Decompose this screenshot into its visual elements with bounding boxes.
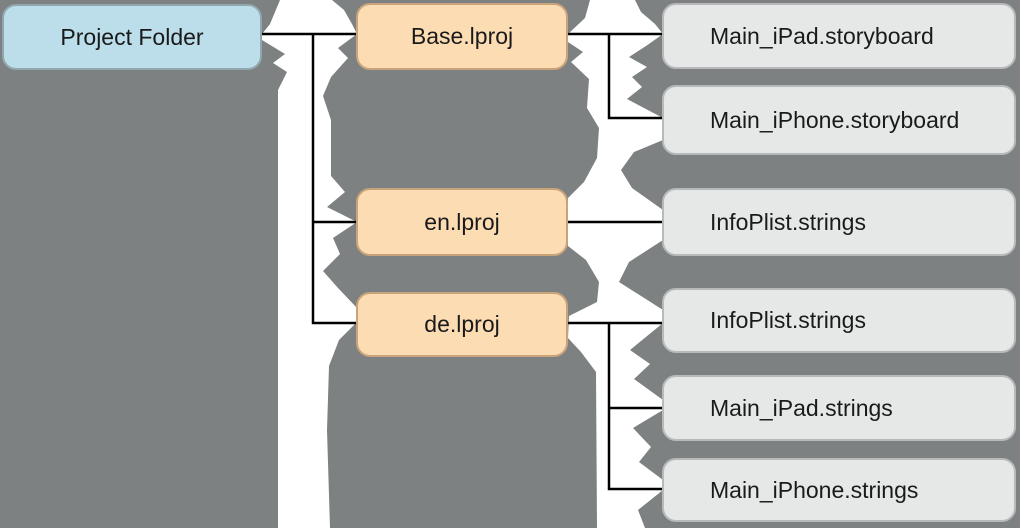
connector-lines [262, 32, 662, 491]
node-en-lproj-label: en.lproj [424, 208, 500, 235]
node-main-iphone-storyboard-label: Main_iPhone.storyboard [710, 106, 960, 133]
node-de-lproj: de.lproj [356, 292, 568, 357]
node-main-iphone-strings: Main_iPhone.strings [662, 458, 1016, 522]
torn-band-right [568, 0, 663, 528]
node-en-lproj: en.lproj [356, 188, 568, 256]
edge-base-iphone-storyboard [607, 34, 662, 120]
node-project-folder-label: Project Folder [60, 23, 204, 50]
node-main-ipad-storyboard-label: Main_iPad.storyboard [710, 22, 934, 49]
node-project-folder: Project Folder [2, 4, 262, 70]
edge-trunk-de-lproj [311, 34, 356, 325]
node-infoplist-strings-de: InfoPlist.strings [662, 288, 1016, 353]
node-main-iphone-strings-label: Main_iPhone.strings [710, 476, 919, 503]
node-main-ipad-storyboard: Main_iPad.storyboard [662, 3, 1016, 69]
node-base-lproj: Base.lproj [356, 3, 568, 70]
node-base-lproj-label: Base.lproj [410, 23, 514, 49]
node-main-ipad-strings: Main_iPad.strings [662, 375, 1016, 441]
node-infoplist-strings-en: InfoPlist.strings [662, 188, 1016, 256]
edge-de-iphone-strings [607, 323, 662, 491]
node-de-lproj-label: de.lproj [424, 311, 500, 337]
torn-band-left [262, 0, 357, 528]
node-main-ipad-strings-label: Main_iPad.strings [710, 394, 893, 421]
node-infoplist-strings-de-label: InfoPlist.strings [710, 307, 866, 333]
node-infoplist-strings-en-label: InfoPlist.strings [710, 208, 866, 235]
node-main-iphone-storyboard: Main_iPhone.storyboard [662, 85, 1016, 155]
